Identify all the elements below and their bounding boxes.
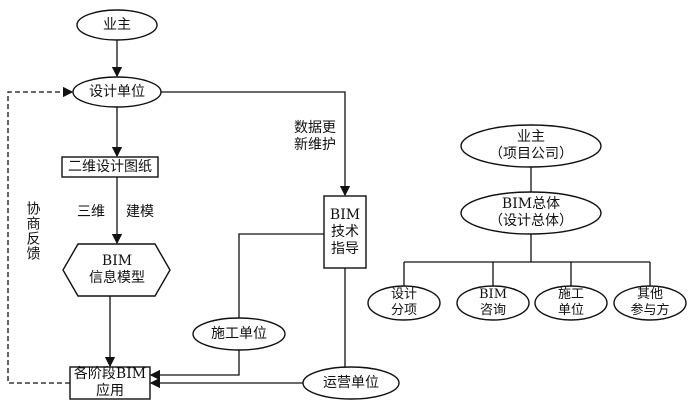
bim-model-hexagon	[62, 243, 171, 297]
tech-guide-box	[323, 195, 367, 269]
owner-ellipse	[76, 9, 158, 41]
org-child-ellipse-2	[456, 285, 530, 321]
org-owner-ellipse	[460, 124, 602, 168]
stage-app-box	[69, 366, 151, 400]
guide-to-construction-line	[238, 233, 324, 318]
design-to-guide-arrow	[161, 91, 351, 197]
construction-unit-ellipse	[192, 317, 286, 351]
construction-to-stage-arrow	[149, 350, 240, 381]
org-child-ellipse-4	[613, 285, 687, 321]
drawings-2d-box	[61, 156, 159, 178]
org-child-ellipse-1	[367, 285, 441, 321]
org-general-ellipse	[460, 191, 602, 235]
design-unit-ellipse	[72, 76, 162, 108]
org-child-ellipse-3	[534, 285, 608, 321]
operation-unit-ellipse	[302, 366, 400, 400]
feedback-dashed-arrow	[7, 86, 74, 384]
